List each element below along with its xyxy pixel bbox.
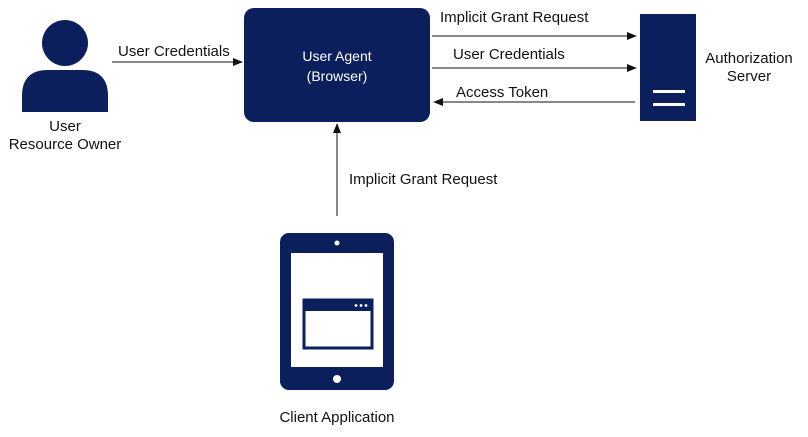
edge-label-owner-to-agent: User Credentials: [118, 43, 230, 60]
resource-owner-line1: User: [49, 118, 81, 135]
server-icon: [640, 14, 696, 121]
auth-server-label: Authorization Server: [690, 50, 808, 86]
tablet-icon: [280, 233, 394, 390]
user-agent-box: [244, 8, 430, 122]
resource-owner-line2: Resource Owner: [8, 136, 122, 153]
user-agent-label: User Agent (Browser): [244, 46, 430, 86]
resource-owner-label: User Resource Owner: [5, 118, 125, 154]
user-agent-title: User Agent: [302, 48, 372, 64]
edge-label-client-to-agent: Implicit Grant Request: [349, 171, 498, 188]
user-agent-subtitle: (Browser): [306, 68, 368, 84]
person-icon: [22, 20, 108, 112]
edge-label-server-to-agent: Access Token: [456, 84, 549, 101]
auth-server-line1: Authorization: [705, 50, 793, 67]
client-application-label: Client Application: [279, 409, 395, 426]
edge-label-agent-to-server-credentials: User Credentials: [453, 46, 565, 63]
browser-window-icon: [302, 298, 374, 350]
auth-server-line2: Server: [726, 68, 772, 85]
edge-label-agent-to-server-request: Implicit Grant Request: [440, 9, 589, 26]
